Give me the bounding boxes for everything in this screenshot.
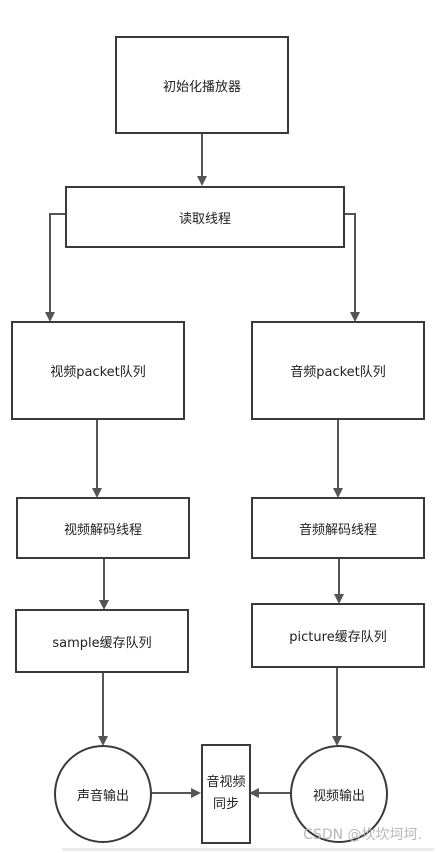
audio-output-node: 声音输出 [54,745,152,843]
init-player-node: 初始化播放器 [115,36,289,134]
picture-cache-queue-label: picture缓存队列 [289,630,387,645]
bottom-divider [62,848,434,851]
arrow-read-to-audio-packet [345,213,360,322]
av-sync-node: 音视频 同步 [201,744,251,844]
audio-packet-queue-label: 音频packet队列 [290,365,386,380]
av-sync-label-line1: 音视频 [206,775,246,790]
init-player-label: 初始化播放器 [162,79,241,95]
video-output-node: 视频输出 [290,745,388,843]
audio-decode-thread-node: 音频解码线程 [251,497,425,559]
video-decode-thread-node: 视频解码线程 [16,497,190,559]
arrow-read-to-video-packet [45,213,65,322]
sample-cache-queue-node: sample缓存队列 [15,609,189,673]
read-thread-label: 读取线程 [178,211,231,227]
audio-output-label: 声音输出 [76,788,129,804]
av-sync-label-line2: 同步 [212,797,239,812]
picture-cache-queue-node: picture缓存队列 [251,603,425,668]
read-thread-node: 读取线程 [65,186,345,248]
video-decode-thread-label: 视频解码线程 [63,522,142,538]
sample-cache-queue-label: sample缓存队列 [52,635,152,651]
video-packet-queue-node: 视频packet队列 [11,321,185,420]
audio-decode-thread-label: 音频解码线程 [298,522,377,538]
video-packet-queue-label: 视频packet队列 [50,365,146,380]
audio-packet-queue-node: 音频packet队列 [251,321,425,420]
video-output-label: 视频输出 [312,788,365,804]
csdn-watermark: CSDN @坎坎坷坷. [303,827,422,843]
